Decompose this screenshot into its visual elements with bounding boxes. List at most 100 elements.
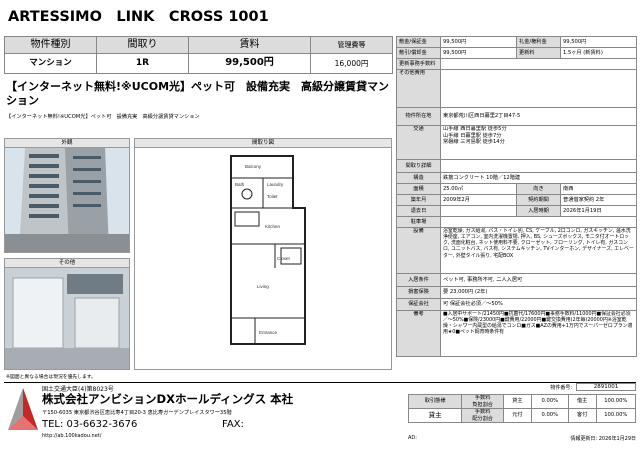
summary-label: 間取り — [96, 36, 189, 54]
plan-label: Balcony — [245, 164, 262, 169]
management-fee: 16,000円 — [310, 53, 393, 74]
detail-label: 面積 — [396, 183, 441, 195]
fee-ratio-party: 貸主 — [502, 394, 532, 409]
structure-value: 鉄筋コンクリート 10階／12階建 — [440, 172, 637, 184]
fee-ratio-value: 100.00% — [595, 394, 637, 409]
plan-label: Closet — [277, 256, 291, 261]
detail-value — [440, 216, 637, 228]
summary-table: 物件種別 間取り 賃料 管理費等 マンション 1R 99,500円 16,000… — [4, 36, 393, 74]
sub-catch: 【インターネット無料!※UCOM光】ペット可 設備充実 高級分譲賃貸マンション — [6, 114, 200, 120]
company-logo-icon — [8, 388, 38, 430]
detail-label: 交通 — [396, 125, 441, 160]
plan-label: Entrance — [259, 330, 278, 335]
summary-label: 賃料 — [188, 36, 311, 54]
plan-label: Bath — [235, 182, 245, 187]
detail-value: 普通借家契約 2年 — [560, 194, 637, 206]
detail-label: 築年月 — [396, 194, 441, 206]
fee-ratio-value: 100.00% — [595, 408, 637, 423]
fee-value — [440, 58, 637, 70]
photo-title: 間取り図 — [135, 139, 391, 148]
guarantor-value: 可 保証会社必須／～50% — [440, 298, 637, 311]
layout-value: 1R — [96, 53, 189, 74]
floor-plan: 間取り図 Balcony Bath Laundry Toilet Kitchen… — [134, 138, 392, 370]
detail-value: 2009年2月 — [440, 194, 517, 206]
detail-label: 駐車場 — [396, 216, 441, 228]
fee-label: 更新料 — [516, 47, 561, 59]
fee-value: 1.5ヶ月 (新賃料) — [560, 47, 637, 59]
plan-label: Living — [257, 284, 269, 289]
detail-label: 損害保険 — [396, 286, 441, 299]
other-photo: その他 — [4, 258, 130, 370]
deal-label: 取引態様 — [407, 394, 463, 409]
fee-ratio-party: 元付 — [502, 408, 532, 423]
property-title: ARTESSIMO LINK CROSS 1001 — [8, 9, 269, 25]
conditions-value: ペット可, 事務所不可, 二人入居可 — [440, 273, 637, 287]
detail-value — [440, 205, 517, 217]
fee-ratio-label: 手数料 負担割合 — [461, 394, 504, 409]
fee-label: 更新事務手数料 — [396, 58, 441, 70]
fee-ratio-value: 0.00% — [530, 394, 569, 409]
detail-label: 向き — [516, 183, 561, 195]
detail-label: 契約期間 — [516, 194, 561, 206]
detail-label: 構造 — [396, 172, 441, 184]
building-image — [5, 148, 129, 252]
address-value: 東京都荒川区西日暮里2丁目47-5 — [440, 107, 637, 126]
company-name: 株式会社アンビションDXホールディングス 本社 — [42, 392, 294, 406]
fee-value: 99,500円 — [560, 36, 637, 48]
summary-label: 物件種別 — [4, 36, 97, 54]
detail-value — [440, 159, 637, 173]
photo-title: その他 — [5, 259, 129, 268]
company-url[interactable]: http://ab.100kadou.net/ — [42, 433, 102, 439]
exterior-photo: 外観 — [4, 138, 130, 253]
catch-copy: 【インターネット無料!※UCOM光】ペット可 設備充実 高級分譲賃貸マンション — [6, 80, 390, 107]
property-no-label: 物件番号: — [550, 385, 572, 391]
fee-ratio-value: 0.00% — [530, 408, 569, 423]
detail-label: 物件所在地 — [396, 107, 441, 126]
entrance-image — [5, 268, 129, 369]
insurance-value: 要 23,000円 (2年) — [440, 286, 637, 299]
access-value: 山手線 西日暮里駅 徒歩5分 山手線 日暮里駅 徒歩7分 常磐線 三河島駅 徒歩… — [440, 125, 637, 160]
footer-divider — [4, 382, 636, 383]
plan-label: Toilet — [267, 194, 278, 199]
fee-label: 敷引/償却金 — [396, 47, 441, 59]
plan-label: Kitchen — [265, 224, 281, 229]
fee-value — [440, 69, 637, 108]
detail-value: 25.00㎡ — [440, 183, 517, 195]
detail-label: 備考 — [396, 310, 441, 357]
rent-value: 99,500円 — [188, 53, 311, 74]
fee-ratio-label: 手数料 配分割合 — [461, 408, 504, 423]
detail-label: 入居時期 — [516, 205, 561, 217]
ad-label: AD: — [408, 435, 417, 441]
fee-label: 礼金/権利金 — [516, 36, 561, 48]
detail-value: 2026年1月19日 — [560, 205, 637, 217]
property-type: マンション — [4, 53, 97, 74]
detail-label: 退去日 — [396, 205, 441, 217]
floor-plan-drawing: Balcony Bath Laundry Toilet Kitchen Livi… — [230, 155, 306, 345]
detail-label: 保証会社 — [396, 298, 441, 311]
photo-title: 外観 — [5, 139, 129, 148]
remarks-value: ■入居中サポート/21450円■抗菌代/17600円■事務手数料/11000円■… — [440, 310, 637, 357]
fee-label: その他費用 — [396, 69, 441, 108]
info-date: 情報更新日: 2026年1月29日 — [570, 436, 636, 442]
detail-label: 間取り詳細 — [396, 159, 441, 173]
detail-table: 敷金/保証金 99,500円 礼金/権利金 99,500円 敷引/償却金 99,… — [396, 36, 637, 357]
detail-label: 入居条件 — [396, 273, 441, 287]
deal-value: 貸主 — [407, 408, 463, 423]
photo-note: ※図面と異なる場合は現況を優先します。 — [6, 375, 96, 380]
summary-label: 管理費等 — [310, 36, 393, 54]
fee-value: 99,500円 — [440, 36, 517, 48]
property-no: 2891001 — [576, 383, 636, 391]
company-address: 〒150-6035 東京都渋谷区恵比寿4丁目20-3 恵比寿ガーデンプレイスタワ… — [42, 410, 232, 416]
company-fax: FAX: — [222, 419, 244, 430]
license-number: 国土交通大臣(4)第8023号 — [42, 386, 114, 392]
equipment-value: 浴室乾燥, ガス給湯, バス・トイレ別, CS, ケーブル, 2口コンロ, ガス… — [440, 227, 637, 274]
fee-ratio-party: 客付 — [567, 408, 597, 423]
fee-label: 敷金/保証金 — [396, 36, 441, 48]
fee-value: 99,500円 — [440, 47, 517, 59]
company-tel: TEL: 03-6632-3676 — [42, 419, 138, 430]
detail-label: 設備 — [396, 227, 441, 274]
deal-table: 取引態様 手数料 負担割合 貸主 0.00% 借主 100.00% 貸主 手数料… — [407, 394, 637, 423]
detail-value: 南西 — [560, 183, 637, 195]
fee-ratio-party: 借主 — [567, 394, 597, 409]
plan-label: Laundry — [267, 182, 284, 187]
